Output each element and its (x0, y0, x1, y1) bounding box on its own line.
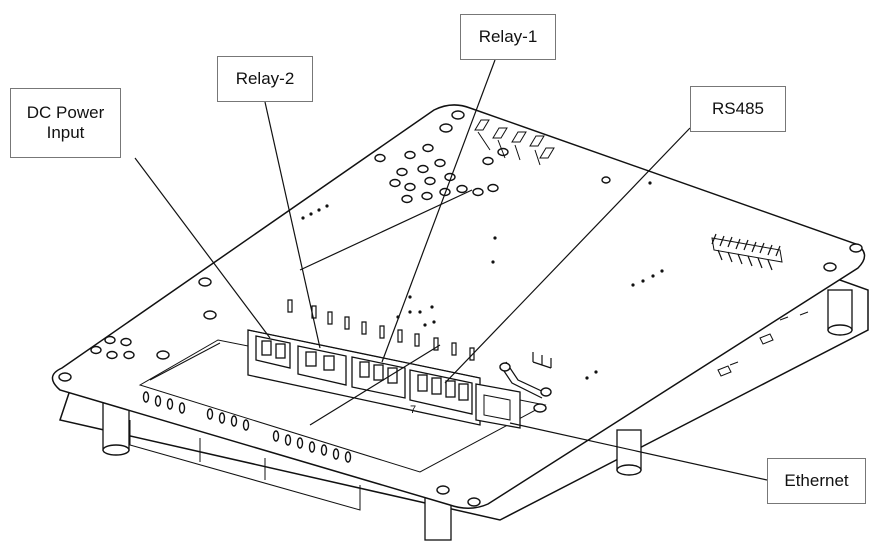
callout-ethernet: Ethernet (767, 458, 866, 504)
board-marking: 7 (410, 404, 416, 416)
mounting-holes (58, 110, 863, 507)
pins (287, 299, 475, 361)
vent-slots (142, 391, 352, 463)
callout-relay-2: Relay-2 (217, 56, 313, 102)
callout-rs485: RS485 (690, 86, 786, 132)
connector-row (247, 329, 521, 429)
right-components (717, 311, 809, 377)
component-holes (374, 143, 611, 204)
ethernet-connector (475, 383, 521, 429)
top-components (474, 119, 555, 166)
callout-relay-1: Relay-1 (460, 14, 556, 60)
header-connector (711, 233, 783, 271)
main-board (51, 104, 866, 509)
small-headers (499, 352, 552, 399)
leader-lines (134, 59, 768, 481)
callout-dc-power-input: DC Power Input (10, 88, 121, 158)
